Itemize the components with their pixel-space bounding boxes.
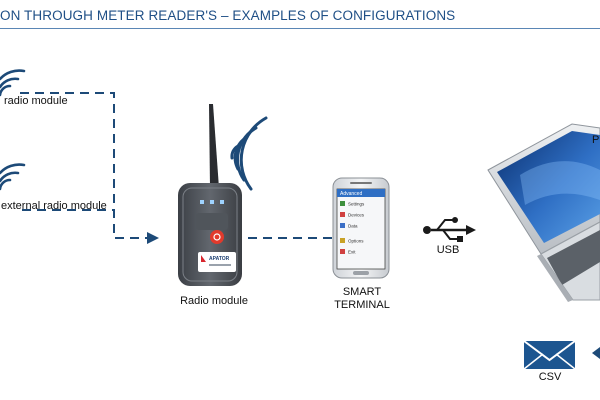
phone-menu-item: Data [348, 224, 358, 229]
usb-icon [423, 217, 476, 242]
phone-menu-item: Settings [348, 202, 365, 207]
phone-menu-item: Devices [348, 213, 365, 218]
radio-waves-icon [230, 116, 268, 191]
status-led-icon [220, 200, 224, 204]
arrow-head-icon [592, 347, 600, 359]
external-radio-module-label: external radio module [1, 200, 107, 212]
smart-terminal-label-line1: SMART [342, 286, 382, 298]
phone-menu-item: Options [348, 239, 364, 244]
status-led-icon [210, 200, 214, 204]
arrow-head-icon [147, 232, 159, 244]
phone-menu-item: Exit [348, 250, 356, 255]
radio-waves-icon [0, 69, 26, 97]
envelope-icon [523, 340, 576, 370]
smart-terminal-phone: Advanced Settings Devices Data Options E… [332, 177, 390, 279]
diagram-title: ON THROUGH METER READER'S – EXAMPLES OF … [0, 8, 456, 23]
smart-terminal-label-line2: TERMINAL [334, 299, 390, 311]
title-underline [0, 28, 600, 29]
usb-label: USB [436, 244, 460, 256]
radio-module-device-label: Radio module [180, 295, 248, 307]
radio-module-label: radio module [4, 95, 68, 107]
power-button-icon [210, 230, 224, 244]
laptop-illustration [487, 123, 600, 302]
radio-link-dashed-lines [20, 92, 332, 239]
radio-module-device: APATOR [178, 104, 242, 286]
laptop-label-partial: P [592, 134, 600, 146]
phone-menu-header: Advanced [340, 191, 362, 197]
csv-label: CSV [538, 371, 562, 383]
device-brand-text: APATOR [209, 256, 230, 262]
status-led-icon [200, 200, 204, 204]
radio-waves-icon [0, 163, 26, 191]
